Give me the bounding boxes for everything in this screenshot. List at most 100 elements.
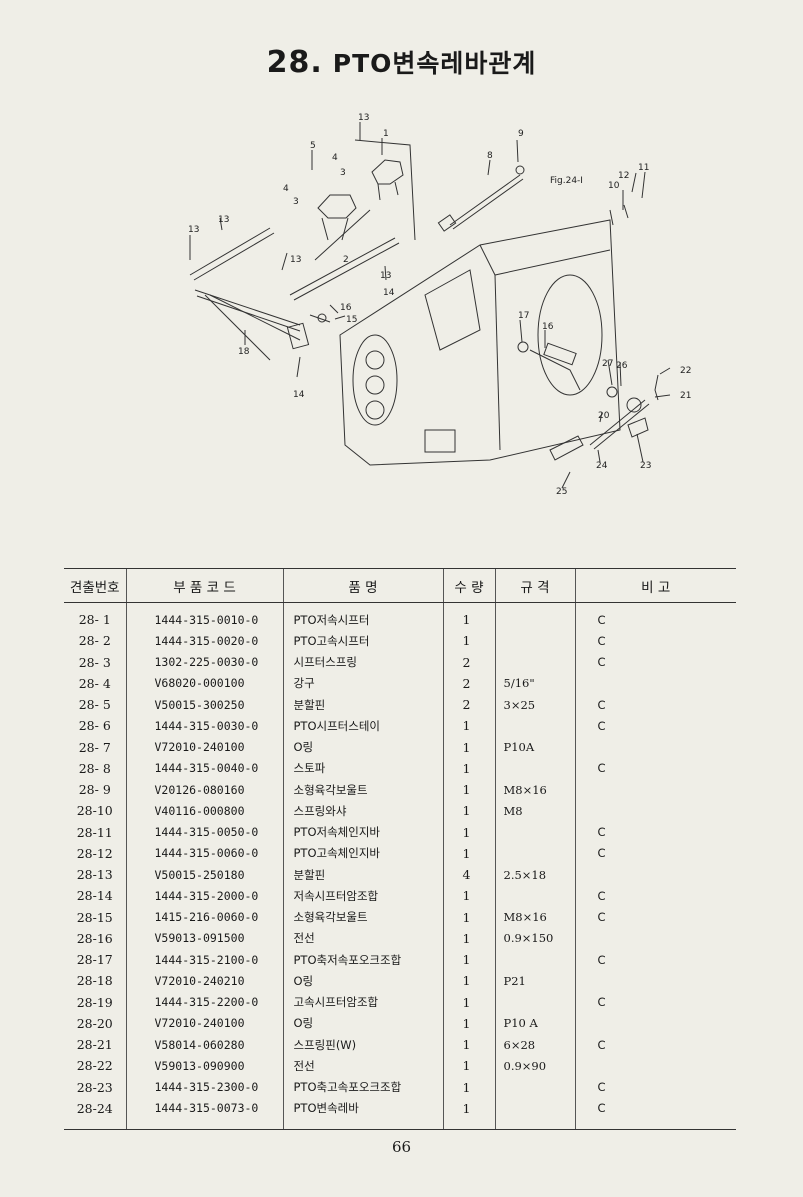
transmission-housing xyxy=(339,219,621,466)
cell-quantity: 1 xyxy=(442,1097,495,1130)
cell-remarks xyxy=(574,927,736,949)
cell-part-code: 1444-315-2000-0 xyxy=(125,885,283,907)
cell-spec xyxy=(494,757,575,779)
cell-item-no: 28-15 xyxy=(76,909,113,925)
callout-label: 2 xyxy=(343,255,349,265)
cell-part-name: 분할핀 xyxy=(282,864,443,886)
callout-label: 9 xyxy=(518,129,524,139)
page-title: 28. PTO변속레바관계 xyxy=(0,44,803,80)
cell-item-no: 28-24 xyxy=(64,1097,126,1130)
callout-label: 13 xyxy=(188,225,199,235)
cell-spec: P21 xyxy=(494,970,575,992)
callout-label: 5 xyxy=(310,141,316,151)
cell-part-name: 스프링와샤 xyxy=(282,800,443,822)
cell-part-name: 저속시프터암조합 xyxy=(282,885,443,907)
cell-part-code: 1444-315-2200-0 xyxy=(125,991,283,1013)
exploded-parts-diagram: 13 5 4 3 1 4 3 2 9 8 Fig.24-I 11 12 10 1… xyxy=(188,113,691,497)
cell-remarks: C xyxy=(574,1076,736,1098)
cell-part-code: 1444-315-2100-0 xyxy=(125,949,283,971)
cell-remarks: C xyxy=(574,602,736,631)
cell-spec: P10A xyxy=(494,736,575,758)
shifter-parts xyxy=(314,139,416,261)
cell-remarks: C xyxy=(574,630,736,652)
section-title: PTO변속레바관계 xyxy=(332,49,537,78)
cell-remarks xyxy=(574,779,736,801)
cell-part-code: V40116-000800 xyxy=(125,800,283,822)
cell-remarks: C xyxy=(574,651,736,673)
cell-item-no: 28-16 xyxy=(76,930,113,946)
cell-quantity: 1 xyxy=(442,906,495,928)
cell-part-name: 소형육각보울트 xyxy=(282,779,443,801)
cell-item-no: 28-19 xyxy=(76,994,113,1010)
cell-quantity: 1 xyxy=(442,821,495,843)
cell-quantity: 1 xyxy=(442,927,495,949)
cell-quantity: 1 xyxy=(442,630,495,652)
cell-remarks: C xyxy=(574,949,736,971)
cell-quantity: 1 xyxy=(442,757,495,779)
cell-item-no: 28-18 xyxy=(76,973,113,989)
cell-spec: P10 A xyxy=(494,1012,575,1034)
callout-label: 4 xyxy=(283,184,289,194)
cell-quantity: 1 xyxy=(442,800,495,822)
cell-quantity: 1 xyxy=(442,949,495,971)
callout-label: 14 xyxy=(293,390,305,400)
cell-remarks: C xyxy=(574,757,736,779)
cell-quantity: 1 xyxy=(442,1055,495,1077)
callout-label: 24 xyxy=(596,461,608,471)
cell-spec xyxy=(494,651,575,673)
cell-part-name: 분할핀 xyxy=(282,694,443,716)
cell-spec: 2.5×18 xyxy=(494,864,575,886)
cell-part-code: 1444-315-0030-0 xyxy=(125,715,283,737)
cell-remarks xyxy=(574,800,736,822)
cell-item-no: 28-21 xyxy=(76,1037,113,1053)
callout-label: 14 xyxy=(383,288,395,298)
cell-quantity: 1 xyxy=(442,885,495,907)
cell-remarks xyxy=(574,736,736,758)
cell-quantity: 1 xyxy=(442,779,495,801)
cell-spec: M8×16 xyxy=(494,779,575,801)
cell-quantity: 1 xyxy=(442,970,495,992)
cell-quantity: 1 xyxy=(442,736,495,758)
cell-spec: 3×25 xyxy=(494,694,575,716)
cell-quantity: 1 xyxy=(442,1012,495,1034)
cell-quantity: 1 xyxy=(442,715,495,737)
cell-spec: 0.9×150 xyxy=(494,927,575,949)
cell-item-no: 28-11 xyxy=(76,824,113,840)
table-header-row: 견출번호 부 품 코 드 품 명 수 량 규 격 비 고 xyxy=(64,568,736,603)
cell-item-no: 28-17 xyxy=(76,952,113,968)
cell-part-name: PTO저속시프터 xyxy=(282,602,443,631)
cell-spec: M8 xyxy=(494,800,575,822)
cell-remarks xyxy=(574,672,736,694)
cell-item-no: 28- 7 xyxy=(78,739,111,755)
cell-part-code: V58014-060280 xyxy=(125,1034,283,1056)
cell-remarks: C xyxy=(574,821,736,843)
callout-label: 12 xyxy=(618,171,629,181)
callout-label: 22 xyxy=(680,366,691,376)
callout-label: 20 xyxy=(598,411,610,421)
diagram-callouts: 13 5 4 3 1 4 3 2 9 8 Fig.24-I 11 12 10 1… xyxy=(188,113,691,497)
callout-label: 3 xyxy=(340,168,346,178)
cell-part-code: 1444-315-0050-0 xyxy=(125,821,283,843)
callout-label: 21 xyxy=(680,391,691,401)
cell-remarks: C xyxy=(574,842,736,864)
cell-spec xyxy=(494,949,575,971)
callout-label: 3 xyxy=(293,197,299,207)
cell-remarks xyxy=(574,864,736,886)
cell-quantity: 2 xyxy=(442,694,495,716)
cell-spec xyxy=(494,1097,575,1130)
section-number: 28. xyxy=(266,45,323,80)
callout-label: 23 xyxy=(640,461,651,471)
cell-part-name: 고속시프터암조합 xyxy=(282,991,443,1013)
